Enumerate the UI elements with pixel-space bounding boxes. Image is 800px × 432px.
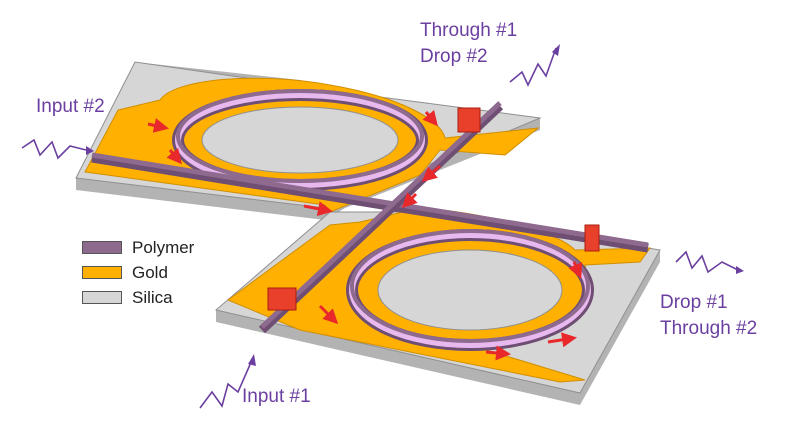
legend-item-polymer: Polymer: [82, 235, 194, 260]
legend-item-silica: Silica: [82, 285, 194, 310]
input2-label: Input #2: [36, 96, 105, 117]
light-path-arrows: [147, 109, 583, 361]
heaters: [267, 107, 600, 311]
drop2-label: Drop #2: [420, 46, 488, 67]
through2-label: Through #2: [660, 318, 758, 339]
lower-ring-center: [377, 249, 563, 331]
upper-ring-center: [201, 106, 399, 174]
input1-label: Input #1: [242, 386, 311, 407]
silica-swatch: [82, 291, 122, 304]
gold-swatch: [82, 266, 122, 279]
signal-zigzags: [21, 47, 739, 409]
input2-signal: [21, 138, 87, 160]
input1-signal: [199, 359, 253, 409]
through1-label: Through #1: [420, 20, 518, 41]
polymer-swatch: [82, 241, 122, 254]
through1-signal: [509, 47, 557, 87]
signal-arrowheads: [86, 44, 744, 366]
material-legend: Polymer Gold Silica: [82, 235, 194, 310]
legend-label-silica: Silica: [132, 287, 173, 307]
polymer-waveguides: [91, 101, 649, 334]
legend-label-gold: Gold: [132, 262, 168, 282]
lower-ring-resonator: [346, 229, 594, 351]
drop1-label: Drop #1: [660, 292, 728, 313]
drop1-signal: [675, 250, 739, 274]
legend-item-gold: Gold: [82, 260, 194, 285]
upper-ring-resonator: [172, 89, 428, 191]
legend-label-polymer: Polymer: [132, 237, 195, 257]
